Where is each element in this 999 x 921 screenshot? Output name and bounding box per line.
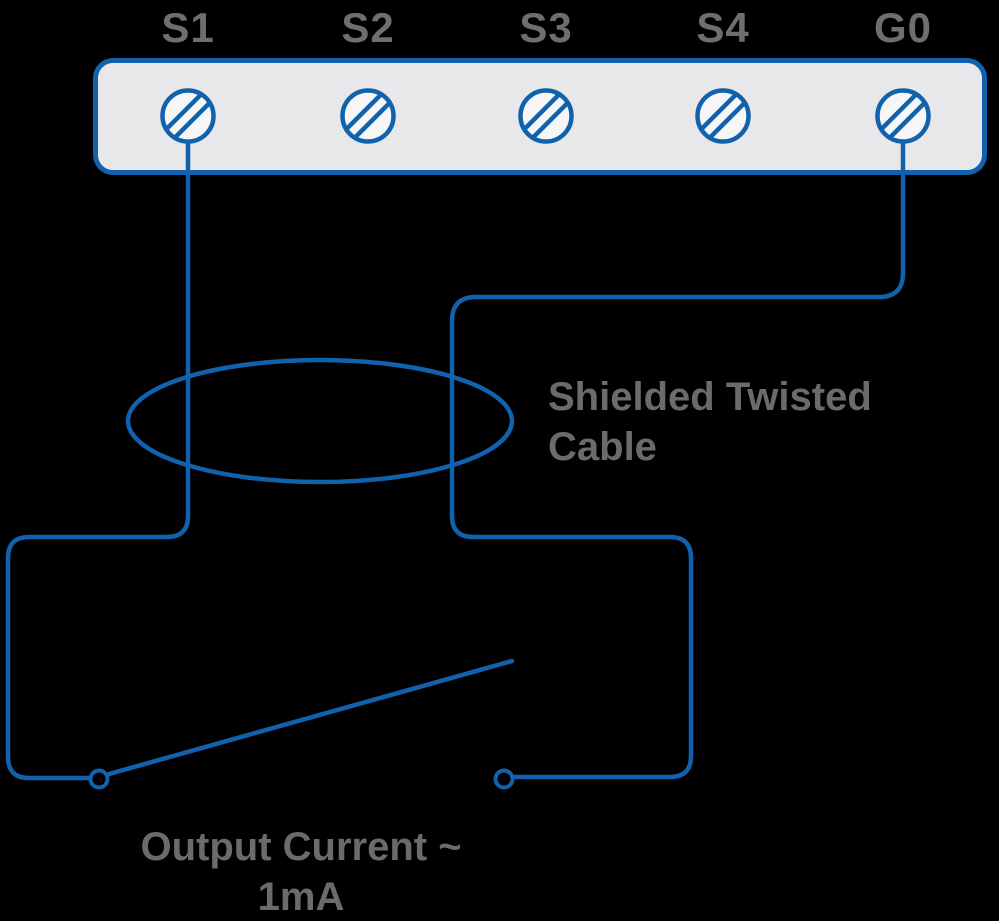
switch-contact-left <box>88 768 110 790</box>
terminal-label-g0: G0 <box>873 4 933 51</box>
cable-annotation-line1: Shielded Twisted <box>548 375 872 419</box>
cable-annotation: Shielded Twisted Cable <box>548 372 872 472</box>
output-current-annotation: Output Current ~ 1mA <box>96 822 506 921</box>
wire-g0 <box>449 140 906 780</box>
cable-annotation-line2: Cable <box>548 425 657 469</box>
terminal-label-s3: S3 <box>519 4 573 51</box>
output-current-line2: 1mA <box>257 875 345 919</box>
terminal-label-s4: S4 <box>696 4 750 51</box>
terminal-block <box>93 58 987 175</box>
screw-terminal-icon <box>340 88 396 144</box>
terminal-label-s1: S1 <box>161 4 215 51</box>
switch-contact-right <box>493 768 515 790</box>
switch-blade <box>106 658 515 777</box>
wire-s1 <box>5 140 191 781</box>
screw-terminal-icon <box>695 88 751 144</box>
screw-terminal-icon <box>160 88 216 144</box>
screw-terminal-icon <box>518 88 574 144</box>
output-current-line1: Output Current ~ <box>140 825 462 869</box>
terminal-label-s2: S2 <box>341 4 395 51</box>
shield-loop <box>125 357 515 485</box>
